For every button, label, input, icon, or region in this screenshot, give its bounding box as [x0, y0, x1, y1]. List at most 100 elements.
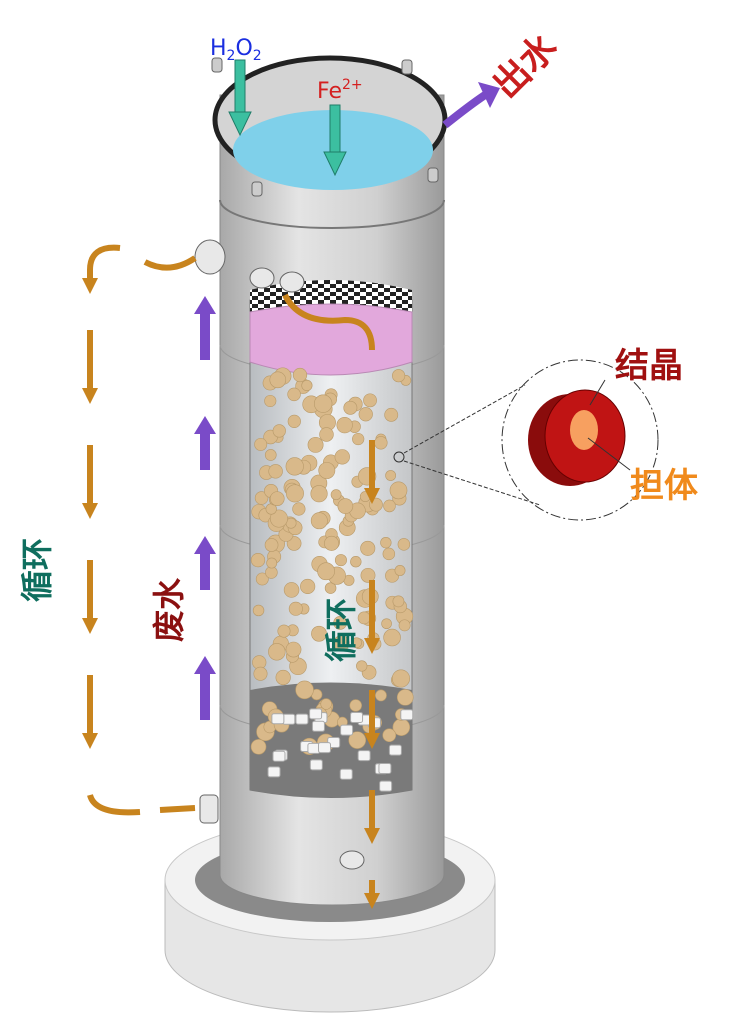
particle	[252, 604, 265, 617]
column-cutaway-window	[249, 280, 414, 798]
recycle-down-arrow	[82, 330, 98, 404]
particle	[285, 457, 304, 476]
inner-down-arrow	[364, 690, 380, 749]
particle	[356, 660, 368, 672]
particle	[384, 407, 399, 422]
particle	[392, 595, 405, 608]
recycle-turn-bottom-arrow	[87, 793, 141, 816]
support-pellet	[318, 742, 332, 754]
particle	[313, 394, 333, 413]
carrier-core	[570, 410, 598, 450]
support-pellet	[309, 708, 323, 720]
particle	[349, 699, 362, 712]
support-pellet	[282, 713, 296, 725]
inner-top-arrow	[282, 293, 375, 351]
particle	[310, 512, 328, 530]
recycle-down-arrow	[82, 445, 98, 519]
particle	[319, 427, 334, 442]
particle	[272, 424, 286, 438]
particle	[250, 739, 267, 755]
particle	[380, 537, 392, 549]
particle	[382, 728, 397, 743]
support-pellet	[309, 759, 323, 771]
particle	[292, 502, 306, 516]
particle	[269, 491, 285, 506]
wastewater-up-arrow	[194, 656, 216, 720]
particle	[295, 680, 314, 700]
particle	[389, 481, 408, 500]
particle	[398, 619, 411, 632]
particle	[268, 643, 286, 661]
particle	[311, 625, 327, 642]
recycle-out-pipe-arrow	[143, 255, 197, 271]
particle	[300, 578, 316, 595]
particle	[383, 499, 396, 513]
particle	[363, 393, 377, 408]
particle	[330, 489, 342, 501]
h2o2-label: H2O2	[210, 36, 262, 64]
wastewater-up-arrow	[194, 416, 216, 470]
support-pellet	[311, 720, 325, 732]
particle	[383, 628, 401, 647]
support-pellet	[379, 780, 393, 792]
particle	[360, 540, 376, 556]
outlet-label: 出水	[485, 26, 566, 107]
recycle-down-arrow	[82, 675, 98, 749]
particle	[374, 436, 388, 450]
particle	[287, 387, 301, 402]
inner-down-arrow	[364, 880, 380, 909]
particle	[337, 498, 354, 514]
particle	[288, 601, 303, 616]
particle	[397, 538, 411, 551]
recycle-inner-label: 循环	[322, 598, 360, 662]
outlet-arrow	[442, 82, 500, 129]
recycle-outer-label: 循环	[18, 538, 56, 602]
particle	[391, 669, 410, 688]
particle	[266, 557, 278, 569]
particle-callout	[393, 359, 659, 521]
particle	[269, 509, 288, 528]
particle	[396, 689, 414, 706]
particle	[333, 635, 350, 652]
fe-label: Fe2+	[317, 77, 363, 104]
particle	[343, 400, 358, 415]
support-pellet	[295, 713, 309, 725]
wastewater-up-arrow	[194, 296, 216, 360]
h2o2-dosing-arrow	[228, 59, 252, 137]
particle	[255, 572, 269, 586]
support-pellet	[357, 750, 371, 762]
support-pellet	[272, 750, 286, 762]
particle	[254, 491, 269, 505]
nozzles	[194, 239, 365, 870]
particle	[381, 618, 392, 630]
particle	[334, 554, 347, 567]
particle	[360, 567, 376, 583]
particle	[277, 624, 291, 638]
particle	[334, 449, 350, 465]
support-pellet	[400, 709, 414, 721]
sludge-layer	[249, 303, 413, 376]
support-pellet	[378, 763, 392, 775]
fe-dosing-arrow	[323, 104, 347, 177]
particle	[382, 547, 396, 561]
inner-down-arrow	[364, 790, 380, 844]
recycle-flow-arrows	[82, 244, 380, 909]
particle	[307, 436, 324, 453]
particle	[333, 616, 347, 630]
recycle-in-arrow	[159, 805, 196, 813]
particle	[336, 416, 353, 434]
recycle-down-arrow	[82, 270, 98, 294]
particle	[253, 666, 268, 681]
inner-down-arrow	[364, 440, 380, 504]
particle	[318, 462, 336, 479]
support-pellet	[339, 768, 353, 780]
particle	[375, 689, 387, 702]
recycle-down-arrow	[82, 560, 98, 634]
particle	[287, 414, 301, 428]
inner-down-arrow	[364, 580, 380, 654]
particle	[317, 562, 335, 581]
support-pellet	[340, 724, 354, 736]
particle	[285, 484, 304, 503]
particle	[310, 485, 328, 503]
